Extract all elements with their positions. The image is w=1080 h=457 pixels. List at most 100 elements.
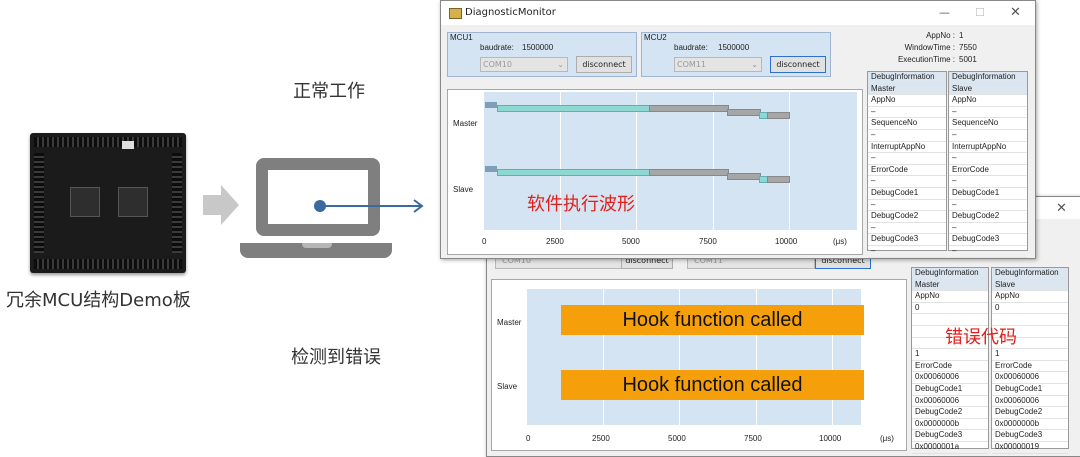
- slave-seg-idle-1: [649, 169, 729, 176]
- mcu2-group: MCU2 baudrate: 1500000 COM11 ⌄ disconnec…: [641, 32, 831, 77]
- board-header-right: [172, 153, 182, 253]
- mcu2-baudrate-value: 1500000: [718, 43, 750, 52]
- debug-cell: Slave: [949, 83, 1027, 96]
- debug-cell: 0x00060006: [992, 396, 1068, 408]
- mcu2-disconnect-button[interactable]: disconnect: [770, 56, 826, 73]
- mcu2-baudrate-label: baudrate:: [674, 43, 708, 52]
- window-time-value: 7550: [959, 43, 977, 52]
- row-label-master: Master: [497, 318, 522, 327]
- x-tick-0: 0: [482, 237, 487, 246]
- debug-cell: ErrorCode: [912, 361, 988, 373]
- debug-cell: –: [949, 130, 1027, 142]
- maximize-icon[interactable]: ☐: [975, 6, 985, 19]
- master-seg-exec: [497, 105, 651, 112]
- right-arrow-icon: [203, 185, 239, 225]
- slave-seg-idle-2: [727, 173, 761, 180]
- debug-cell: DebugCode1: [949, 188, 1027, 200]
- window-time-label: WindowTime :: [904, 43, 955, 52]
- mcu1-label: MCU1: [450, 33, 473, 42]
- debug-cell: –: [949, 153, 1027, 165]
- chevron-down-icon: ⌄: [557, 60, 564, 69]
- debug-cell: ErrorCode: [949, 165, 1027, 177]
- slave-seg-idle-3: [767, 176, 790, 183]
- debug-cell: [992, 338, 1068, 350]
- x-tick-2500: 2500: [592, 434, 610, 443]
- debug-cell: –: [949, 246, 1027, 258]
- debug-cell: –: [868, 246, 946, 258]
- debug-cell: 1: [992, 349, 1068, 361]
- debug-cell: –: [949, 107, 1027, 119]
- master-seg-idle-2: [727, 109, 761, 116]
- mcu1-port-value: COM10: [483, 60, 512, 69]
- board-header-top: [34, 137, 182, 147]
- debug-cell: AppNo: [949, 95, 1027, 107]
- debug-cell: –: [949, 176, 1027, 188]
- master-seg-idle-3: [767, 112, 790, 119]
- mcu1-disconnect-button[interactable]: disconnect: [576, 56, 632, 73]
- debug-cell: AppNo: [992, 291, 1068, 303]
- close-icon[interactable]: ✕: [1056, 201, 1067, 216]
- debug-cell: DebugInformation: [912, 268, 988, 280]
- debug-cell: 0x0000000b: [912, 419, 988, 431]
- mcu2-label: MCU2: [644, 33, 667, 42]
- debug-cell: [912, 314, 988, 326]
- debug-cell: DebugCode1: [912, 384, 988, 396]
- app-no-value: 1: [959, 31, 964, 40]
- debug-cell: DebugInformation: [992, 268, 1068, 280]
- debug-cell: –: [868, 130, 946, 142]
- debug-cell: ErrorCode: [868, 165, 946, 177]
- debug-cell: 1: [912, 349, 988, 361]
- app-icon: [449, 8, 462, 19]
- minimize-icon[interactable]: —: [939, 6, 950, 19]
- x-tick-5000: 5000: [622, 237, 640, 246]
- x-unit: (μs): [880, 434, 894, 443]
- row-label-master: Master: [453, 119, 478, 128]
- waveform-plot: [484, 92, 857, 230]
- debug-cell: DebugCode1: [868, 188, 946, 200]
- debug-cell: DebugInformation: [949, 72, 1027, 84]
- mcu-demo-board: [30, 133, 186, 273]
- debug-cell: –: [949, 223, 1027, 235]
- laptop-base: [240, 243, 392, 258]
- x-tick-10000: 10000: [819, 434, 842, 443]
- debug-cell: 0x00060006: [912, 372, 988, 384]
- x-tick-2500: 2500: [546, 237, 564, 246]
- board-header-left: [34, 153, 44, 253]
- debug-cell: Slave: [992, 279, 1068, 292]
- slave-seg-start: [485, 166, 497, 172]
- mcu1-baudrate-value: 1500000: [522, 43, 554, 52]
- hook-bar-master: Hook function called: [561, 305, 864, 335]
- master-seg-idle-1: [649, 105, 729, 112]
- master-seg-start: [485, 102, 497, 108]
- debug-cell: –: [868, 200, 946, 212]
- debug-cell: AppNo: [912, 291, 988, 303]
- debug-cell: [992, 314, 1068, 326]
- laptop-notch: [302, 243, 332, 248]
- debug-cell: AppNo: [868, 95, 946, 107]
- debug-cell: 0: [912, 303, 988, 315]
- error-code-caption: 错误代码: [945, 327, 1017, 348]
- hook-bar-slave: Hook function called: [561, 370, 864, 400]
- mcu2-port-select[interactable]: COM11 ⌄: [674, 57, 762, 72]
- mcu1-port-select[interactable]: COM10 ⌄: [480, 57, 568, 72]
- debug-cell: 0x0000000b: [992, 419, 1068, 431]
- mcu1-group: MCU1 baudrate: 1500000 COM10 ⌄ disconnec…: [447, 32, 637, 77]
- close-icon[interactable]: ✕: [1010, 5, 1021, 20]
- board-caption: 冗余MCU结构Demo板: [6, 290, 191, 311]
- chevron-down-icon: ⌄: [751, 60, 758, 69]
- mcu-chip-2: [118, 187, 148, 217]
- debug-cell: DebugCode3: [912, 430, 988, 442]
- debug-cell: SequenceNo: [868, 118, 946, 130]
- normal-caption: 正常工作: [293, 81, 365, 102]
- window-title: DiagnosticMonitor: [465, 7, 556, 18]
- debug-cell: Master: [912, 279, 988, 292]
- debug-cell: DebugCode2: [912, 407, 988, 419]
- execution-time-value: 5001: [959, 55, 977, 64]
- slave-seg-exec: [497, 169, 651, 176]
- row-label-slave: Slave: [497, 382, 518, 391]
- debug-cell: DebugCode3: [949, 234, 1027, 246]
- board-switch: [122, 141, 134, 149]
